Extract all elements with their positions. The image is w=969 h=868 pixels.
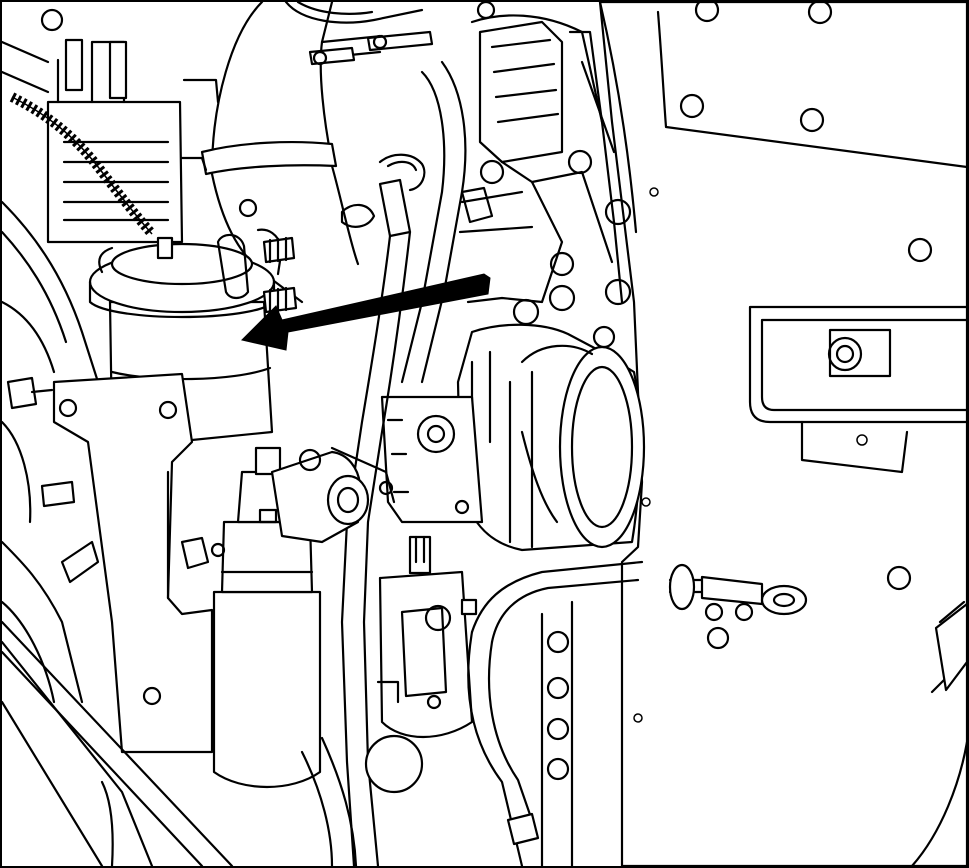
wiring-harness (9, 92, 156, 238)
frame-rail (2, 620, 234, 866)
air-intake-duct (171, 2, 434, 304)
fuel-filter-housing (2, 8, 220, 244)
filter-mounting-bracket (52, 372, 214, 754)
callout-arrow (241, 273, 491, 351)
engine-timing-cover (458, 2, 632, 306)
priming-pump (270, 446, 396, 544)
alternator-bracket (380, 395, 484, 524)
air-restriction-indicator (88, 228, 298, 444)
left-hoses (2, 200, 154, 866)
radiator-shroud-panel (598, 2, 967, 866)
alternator (456, 284, 646, 552)
bracket-bolt-column (540, 600, 574, 866)
lower-engine-components (300, 535, 644, 866)
